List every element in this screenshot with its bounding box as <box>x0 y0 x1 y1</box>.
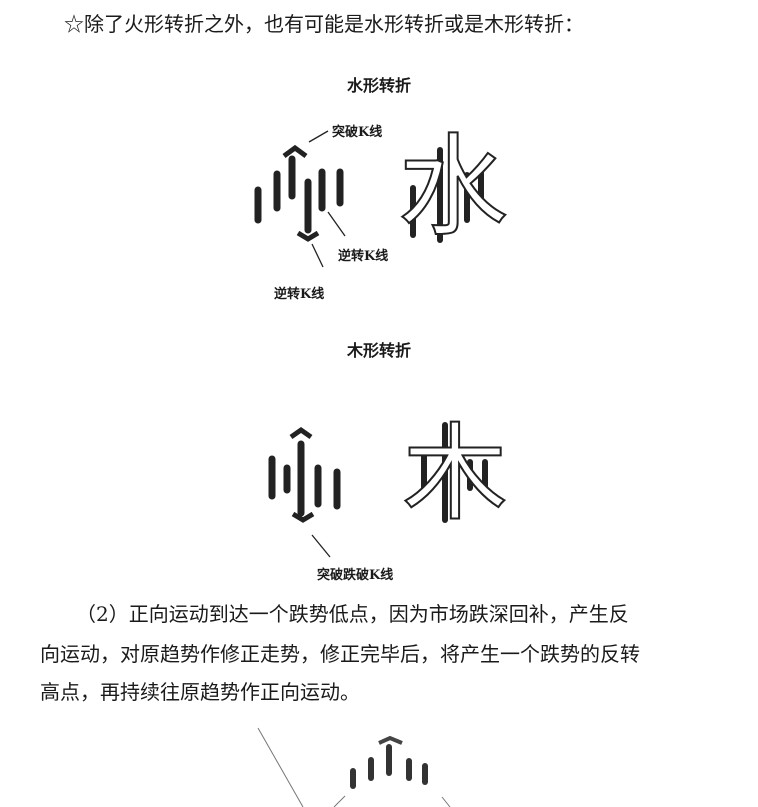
leader-line <box>308 130 329 143</box>
water-glyph-candles <box>410 147 484 243</box>
top-chevron-icon <box>289 426 313 440</box>
breakout-breakdown-label: 突破跌破K线 <box>317 568 394 583</box>
water-glyph: 水 <box>398 123 508 251</box>
breakout-label: 突破K线 <box>332 125 383 140</box>
paragraph-line-3: 高点，再持续往原趋势作正向运动。 <box>40 680 360 704</box>
water-candles <box>254 155 344 234</box>
bottom-chevron-icon <box>291 511 315 523</box>
trend-line <box>441 796 451 807</box>
wood-glyph-candles <box>421 422 488 523</box>
reversal-label-bottom: 逆转K线 <box>274 287 325 302</box>
peak-chevron-icon <box>378 735 403 745</box>
wood-figure-title: 木形转折 <box>347 341 412 360</box>
leader-line <box>311 534 331 558</box>
leader-line <box>311 243 324 268</box>
paragraph-line-2: 向运动，对原趋势作修正走势，修正完毕后，将产生一个跌势的反转 <box>40 642 640 666</box>
paragraph-line-1: （2）正向运动到达一个跌势低点，因为市场跌深回补，产生反 <box>76 602 629 626</box>
reversal-label-right: 逆转K线 <box>338 249 389 264</box>
intro-text: ☆除了火形转折之外，也有可能是水形转折或是木形转折： <box>64 12 584 36</box>
arrow-line <box>333 795 346 807</box>
reversal-chevron-icon <box>296 230 320 242</box>
wood-glyph: 木 <box>402 413 507 535</box>
leader-line <box>327 211 346 237</box>
trend-line <box>257 727 304 807</box>
wood-candles <box>268 440 341 517</box>
breakout-chevron-icon <box>282 144 308 159</box>
water-figure-title: 水形转折 <box>347 76 412 95</box>
peak-candles <box>350 744 428 789</box>
